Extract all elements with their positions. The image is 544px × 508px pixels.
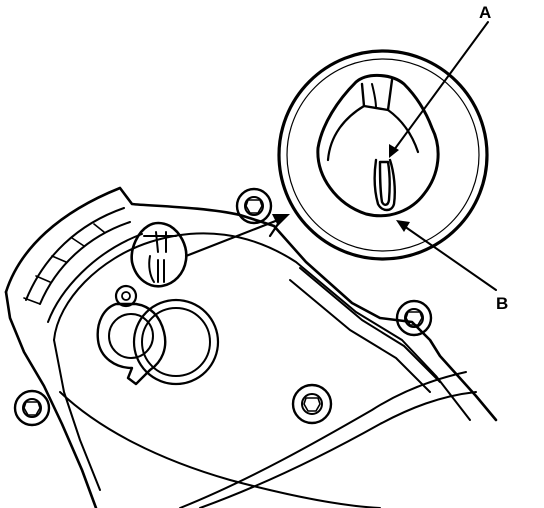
bolt-right xyxy=(395,299,433,337)
callout-a-label: A xyxy=(479,3,491,22)
inspection-cap xyxy=(96,284,167,386)
callout-b-leader xyxy=(396,220,497,291)
bolt-left xyxy=(13,389,51,427)
callout-b-label: B xyxy=(496,294,508,313)
timing-belt-cover xyxy=(4,186,498,508)
magnify-connector-arrow xyxy=(184,214,290,258)
mark-window-small xyxy=(130,221,188,288)
magnified-detail xyxy=(277,49,489,261)
bolt-top xyxy=(235,187,273,225)
callout-a-leader xyxy=(389,21,489,158)
camshaft-pulley-boss xyxy=(132,298,220,386)
bolt-center xyxy=(291,383,333,425)
